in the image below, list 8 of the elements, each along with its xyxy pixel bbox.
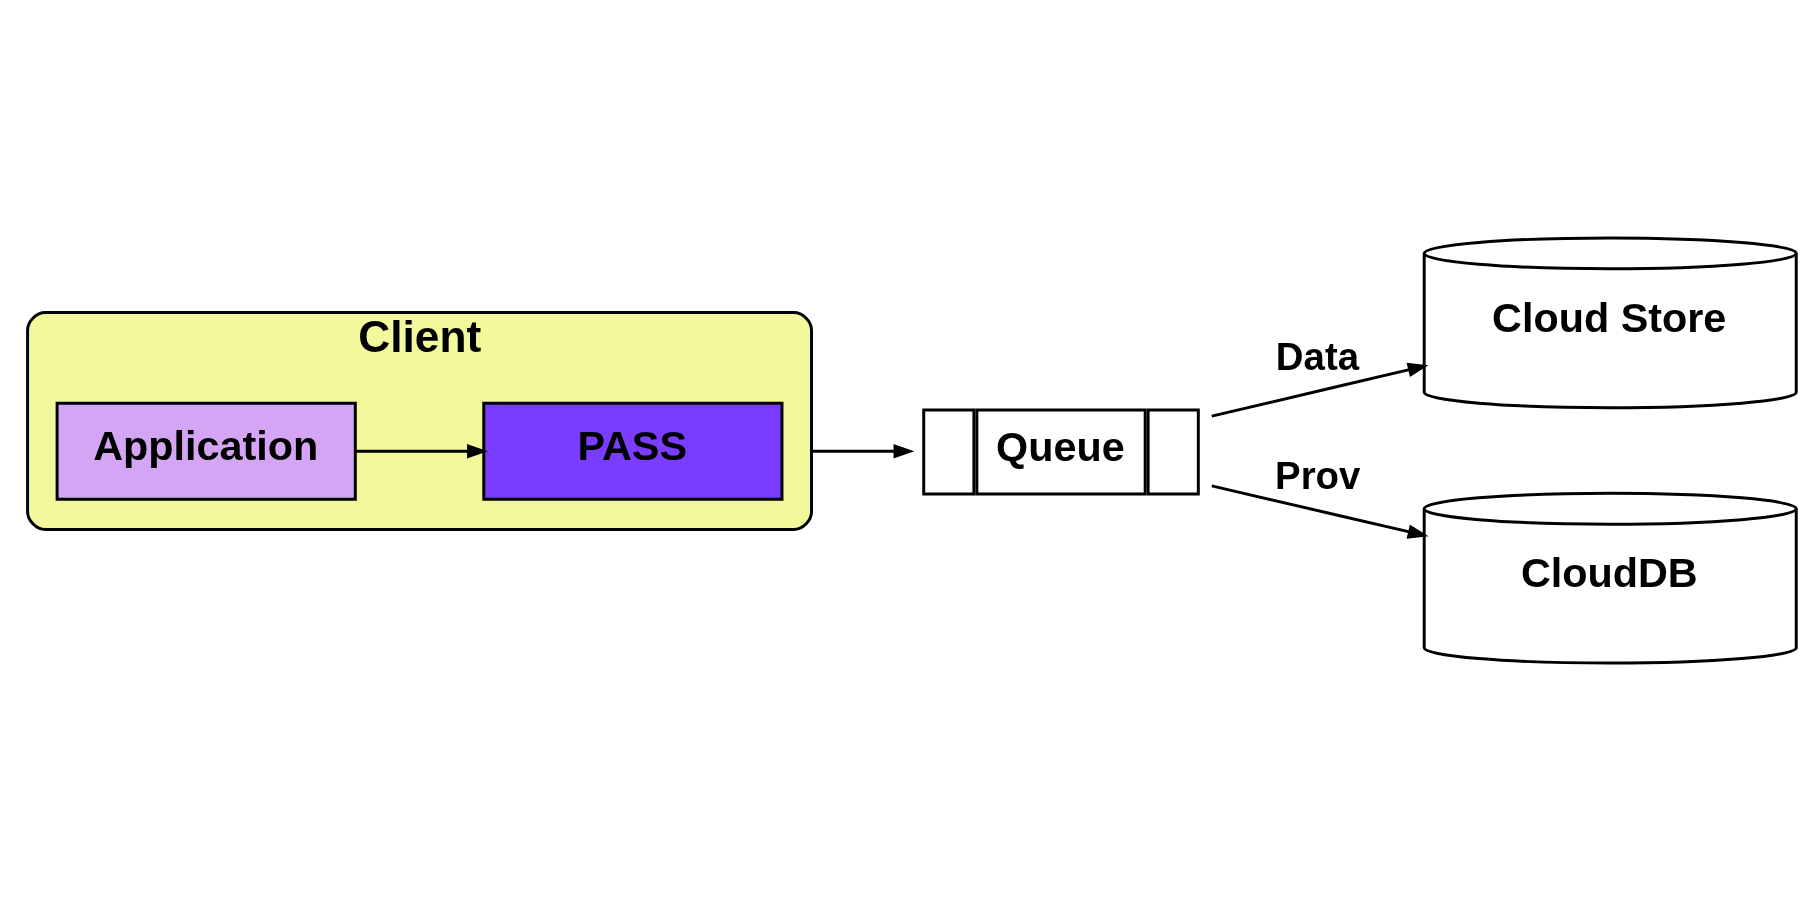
node-box: Application (55, 401, 357, 501)
edge-label: Data (1275, 334, 1360, 378)
arrow (355, 444, 488, 459)
node-box: PASS (482, 401, 784, 501)
arrow (1211, 484, 1429, 539)
arrow (811, 444, 915, 459)
arrow (1211, 362, 1429, 418)
edge-label: Prov (1275, 454, 1361, 498)
